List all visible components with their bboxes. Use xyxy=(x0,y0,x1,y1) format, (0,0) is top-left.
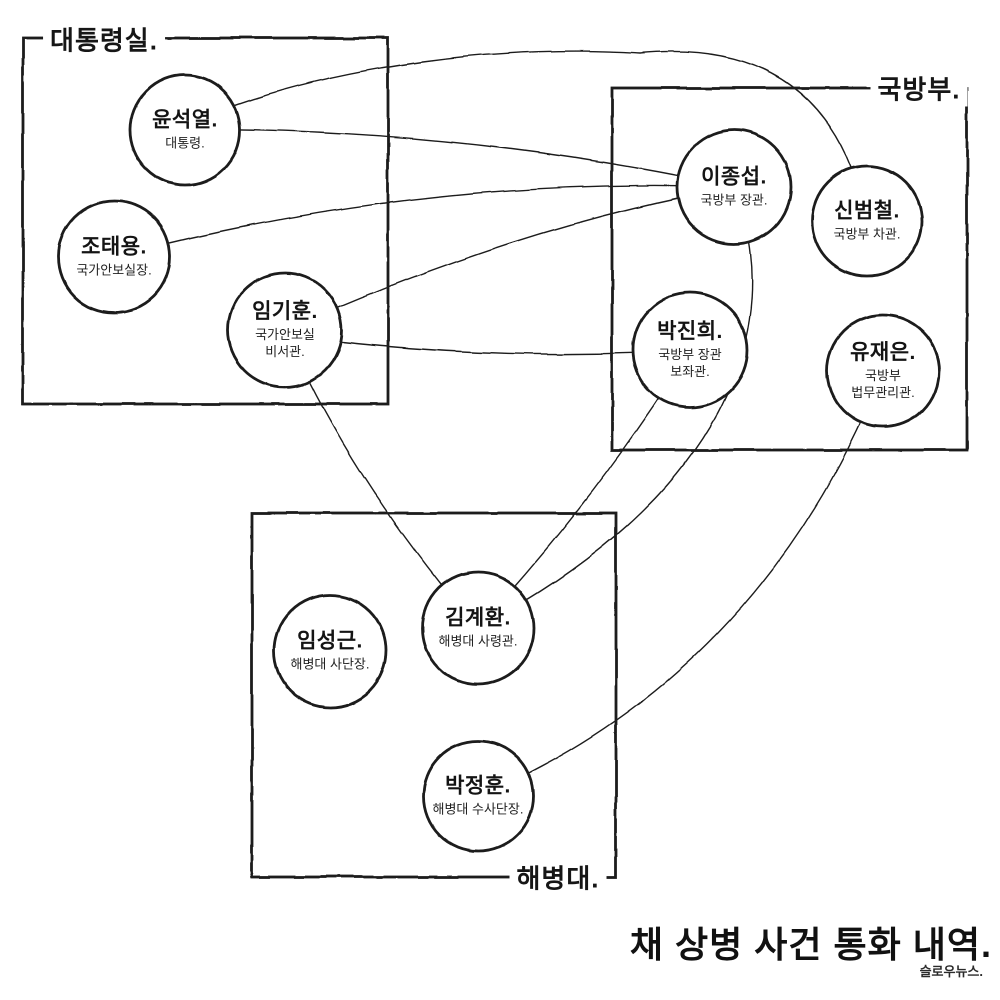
person-name: 김계환. xyxy=(445,606,511,630)
node-label-yoo-jae-eun: 유재은. 국방부 법무관리관. xyxy=(808,340,958,402)
node-label-yoon-suk-yeol: 윤석열. 대통령. xyxy=(110,107,260,152)
node-circle-park-jung-hoon xyxy=(421,739,535,853)
person-role: 해병대 수사단장. xyxy=(432,801,524,817)
node-circle-im-seong-geun xyxy=(272,593,388,709)
node-label-im-seong-geun: 임성근. 해병대 사단장. xyxy=(255,628,405,673)
person-name: 이종섭. xyxy=(701,165,767,189)
node-label-im-ki-hoon: 임기훈. 국가안보실 비서관. xyxy=(210,299,360,361)
edge-yoonsukyeol-shinbeomchul xyxy=(184,50,868,222)
node-circle-im-ki-hoon xyxy=(226,271,344,389)
node-label-park-jung-hoon: 박정훈. 해병대 수사단장. xyxy=(403,773,553,818)
group-label-marine-corps: 해병대. xyxy=(509,858,607,896)
node-circle-lee-jong-sup xyxy=(675,128,793,246)
person-role: 국방부 차관. xyxy=(833,226,901,242)
edge-chotaeyong-leejongsup xyxy=(113,184,735,258)
node-circle-yoo-jae-eun xyxy=(825,313,941,429)
group-label-defense-ministry: 국방부. xyxy=(870,69,968,107)
node-circles xyxy=(56,73,941,853)
node-circle-kim-gye-hwan xyxy=(420,570,536,686)
node-label-shin-beom-chul: 신범철. 국방부 차관. xyxy=(792,198,942,243)
person-name: 조태용. xyxy=(81,235,147,259)
person-role: 해병대 사단장. xyxy=(290,656,370,672)
node-label-lee-jong-sup: 이종섭. 국방부 장관. xyxy=(659,164,809,209)
person-name: 신범철. xyxy=(834,199,900,223)
person-role: 해병대 사령관. xyxy=(438,633,518,649)
person-name: 유재은. xyxy=(850,341,916,365)
group-box-presidential-office xyxy=(21,36,390,406)
node-circle-shin-beom-chul xyxy=(810,164,924,278)
credit-slownews: 슬로우뉴스. xyxy=(919,964,983,979)
group-label-presidential-office: 대통령실. xyxy=(43,20,165,58)
person-name: 박진희. xyxy=(657,320,723,344)
edge-imkihoon-leejongsup xyxy=(284,186,735,331)
person-role: 국방부 장관. xyxy=(700,192,768,208)
node-circle-yoon-suk-yeol xyxy=(128,73,242,187)
group-boxes xyxy=(21,36,969,879)
edge-yoonsukyeol-leejongsup xyxy=(184,128,735,188)
person-role: 국가안보실장. xyxy=(76,262,152,278)
node-label-kim-gye-hwan: 김계환. 해병대 사령관. xyxy=(403,605,553,650)
node-circle-cho-tae-yong xyxy=(56,199,172,315)
node-label-cho-tae-yong: 조태용. 국가안보실장. xyxy=(39,234,189,279)
edge-leejongsup-kimgyehwan xyxy=(476,186,753,629)
person-name: 임성근. xyxy=(297,629,363,653)
edge-yoojaeeun-parkjunghoon xyxy=(476,370,884,798)
node-circle-park-jin-hee xyxy=(631,291,749,409)
person-role: 국방부 법무관리관. xyxy=(851,368,915,401)
person-name: 임기훈. xyxy=(252,300,318,324)
person-name: 박정훈. xyxy=(445,774,511,798)
node-label-park-jin-hee: 박진희. 국방부 장관 보좌관. xyxy=(615,319,765,381)
group-box-defense-ministry xyxy=(610,86,969,452)
diagram-title: 채 상병 사건 통화 내역. xyxy=(629,924,992,965)
group-box-marine-corps xyxy=(250,511,618,879)
person-role: 국가안보실 비서관. xyxy=(255,327,315,360)
person-name: 윤석열. xyxy=(152,108,218,132)
person-role: 대통령. xyxy=(165,135,205,151)
person-role: 국방부 장관 보좌관. xyxy=(658,347,722,380)
